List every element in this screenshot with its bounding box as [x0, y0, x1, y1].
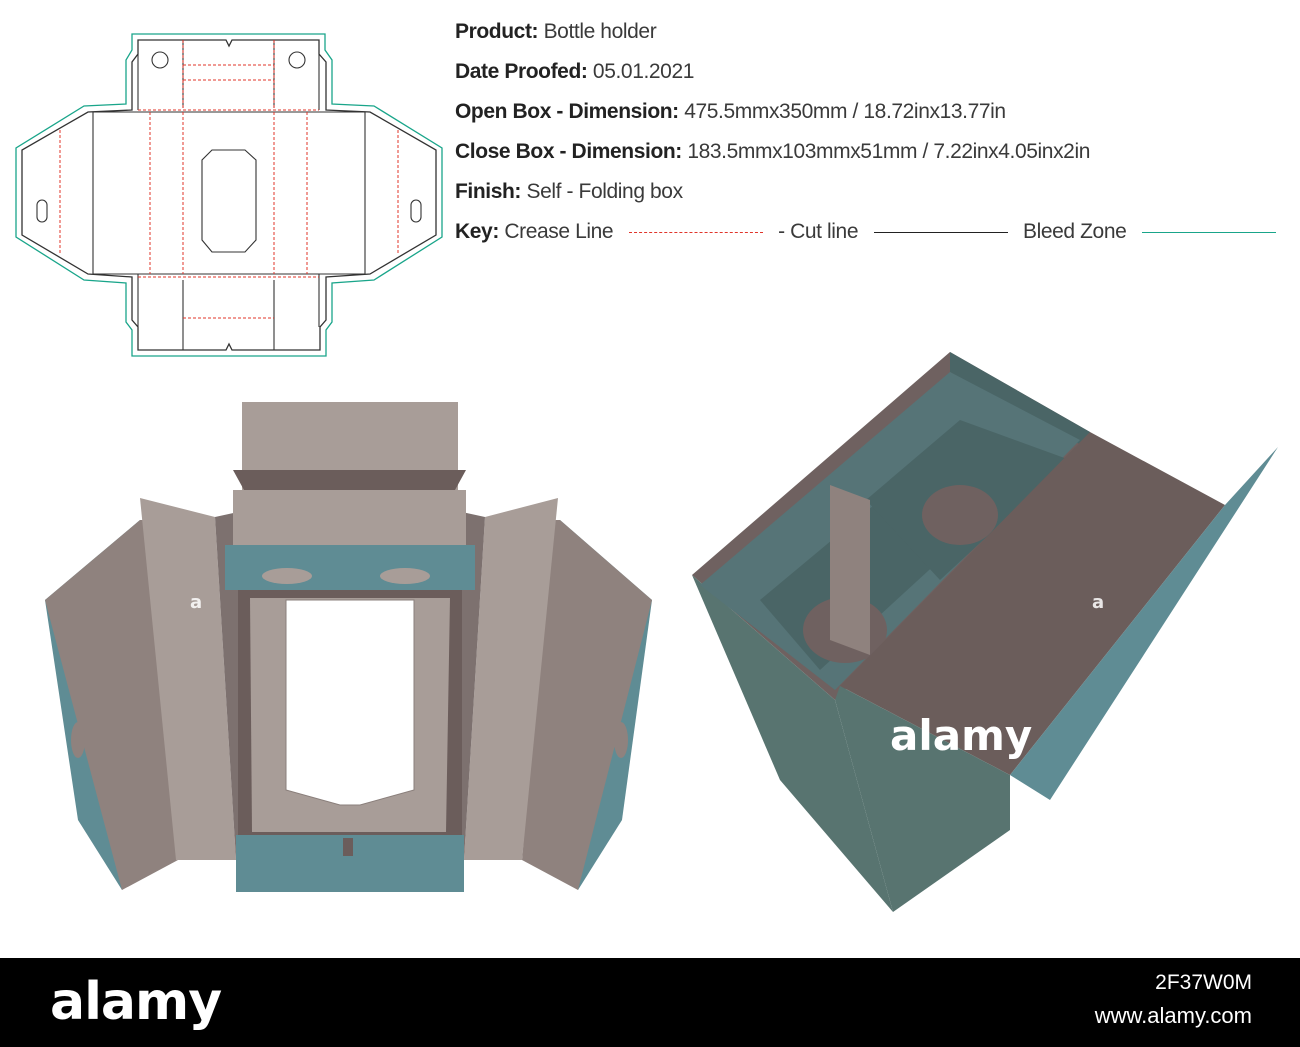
key-label: Key:: [455, 220, 499, 243]
spec-finish: Finish: Self - Folding box: [455, 174, 1295, 214]
watermarks: alamy a a: [190, 592, 1104, 760]
open-dimension-value: 475.5mmx350mm / 18.72inx13.77in: [684, 100, 1006, 123]
svg-text:a: a: [190, 592, 202, 613]
bleed-line-sample: [1141, 231, 1276, 233]
hole-left: [151, 51, 169, 69]
slot-left: [36, 199, 48, 223]
key-cut-label: - Cut line: [778, 220, 859, 243]
product-label: Product:: [455, 20, 539, 43]
open-dimension-label: Open Box - Dimension:: [455, 100, 679, 123]
date-value: 05.01.2021: [592, 60, 695, 83]
footer-info: 2F37W0M www.alamy.com: [1095, 966, 1252, 1032]
cut-line-sample: [873, 231, 1008, 233]
flat-dieline: [15, 33, 443, 357]
bottle-window: [201, 149, 257, 253]
dieline-illustration: alamy a a: [15, 33, 1278, 912]
product-value: Bottle holder: [543, 20, 657, 43]
image-id: 2F37W0M: [1155, 971, 1252, 994]
hole-right: [288, 51, 306, 69]
footer-logo: alamy: [50, 972, 222, 1032]
close-dimension-value: 183.5mmx103mmx51mm / 7.22inx4.05inx2in: [687, 140, 1091, 163]
closed-box-illustration: [692, 352, 1278, 912]
date-label: Date Proofed:: [455, 60, 588, 83]
finish-value: Self - Folding box: [526, 180, 683, 203]
svg-text:a: a: [1092, 592, 1104, 613]
spec-open-dimension: Open Box - Dimension: 475.5mmx350mm / 18…: [455, 94, 1295, 134]
spec-close-dimension: Close Box - Dimension: 183.5mmx103mmx51m…: [455, 134, 1295, 174]
spec-date: Date Proofed: 05.01.2021: [455, 54, 1295, 94]
slot-right: [410, 199, 422, 223]
spec-product: Product: Bottle holder: [455, 14, 1295, 54]
spec-key: Key: Crease Line - Cut line Bleed Zone: [455, 214, 1295, 254]
finish-label: Finish:: [455, 180, 522, 203]
watermark-center: alamy: [890, 711, 1032, 760]
footer-bar: alamy 2F37W0M www.alamy.com: [0, 958, 1300, 1047]
crease-line-sample: [628, 231, 763, 233]
open-box-illustration: [45, 402, 652, 892]
key-crease-label: Crease Line: [504, 220, 614, 243]
key-bleed-label: Bleed Zone: [1022, 220, 1127, 243]
close-dimension-label: Close Box - Dimension:: [455, 140, 682, 163]
footer-site-link[interactable]: www.alamy.com: [1094, 1003, 1252, 1028]
spec-panel: Product: Bottle holder Date Proofed: 05.…: [455, 14, 1295, 254]
bleed-zone-outline: [15, 33, 443, 357]
